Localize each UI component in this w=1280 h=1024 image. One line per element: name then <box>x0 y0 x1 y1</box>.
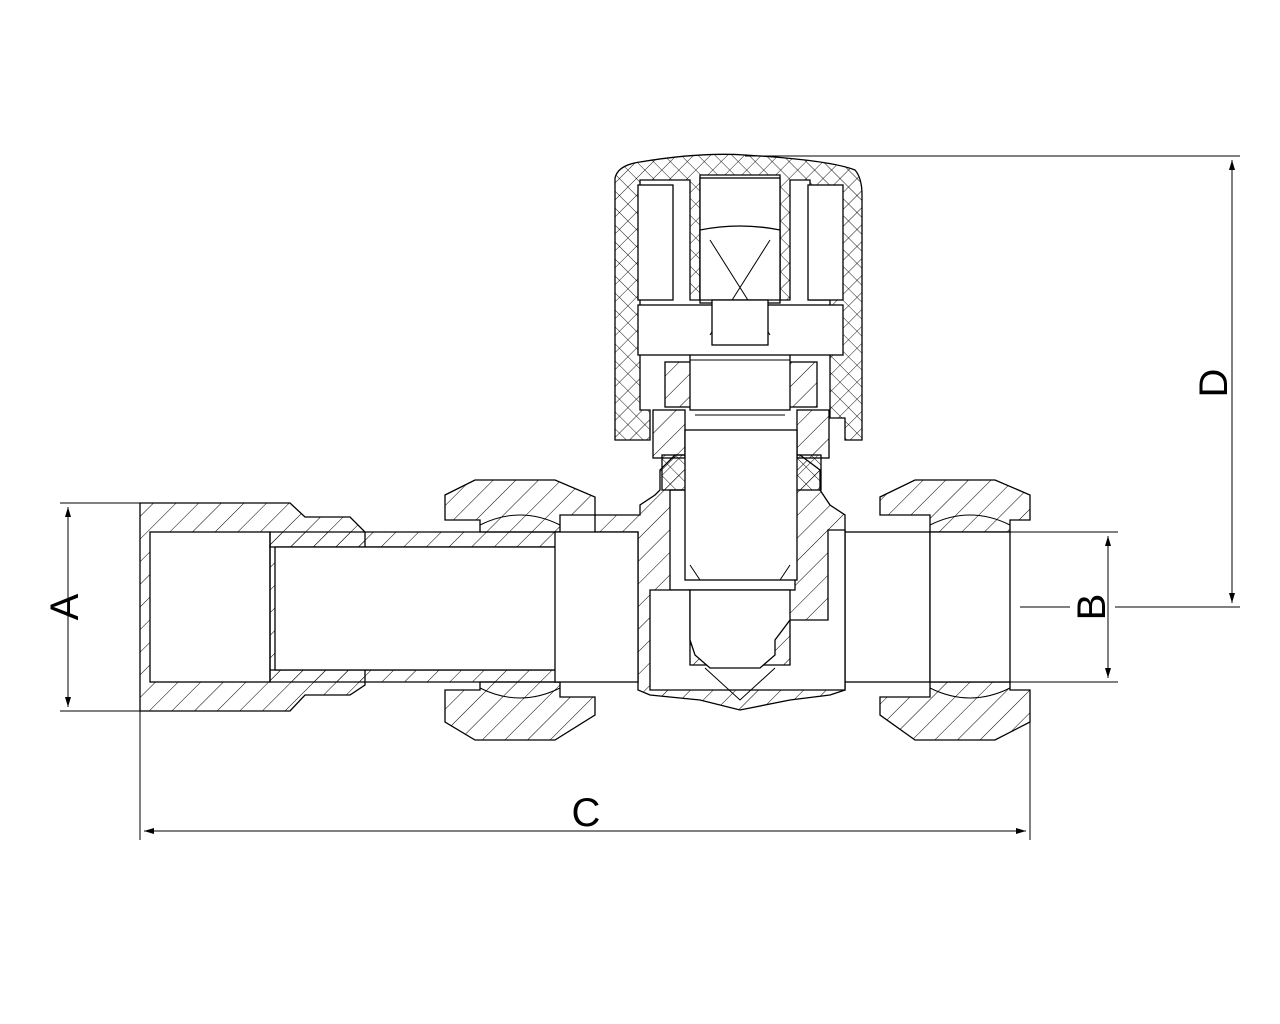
tail-pipe <box>269 531 561 683</box>
left-compression-nut <box>444 479 596 741</box>
handwheel-cap <box>614 153 863 441</box>
dimension-label-c: C <box>572 791 601 835</box>
dimension-lines <box>60 155 1240 840</box>
dimension-label-a: A <box>43 593 87 620</box>
headwork-gland <box>652 344 830 581</box>
dimension-label-d: D <box>1192 369 1236 398</box>
dimension-label-b: B <box>1070 594 1114 621</box>
right-compression-nut <box>879 479 1031 741</box>
